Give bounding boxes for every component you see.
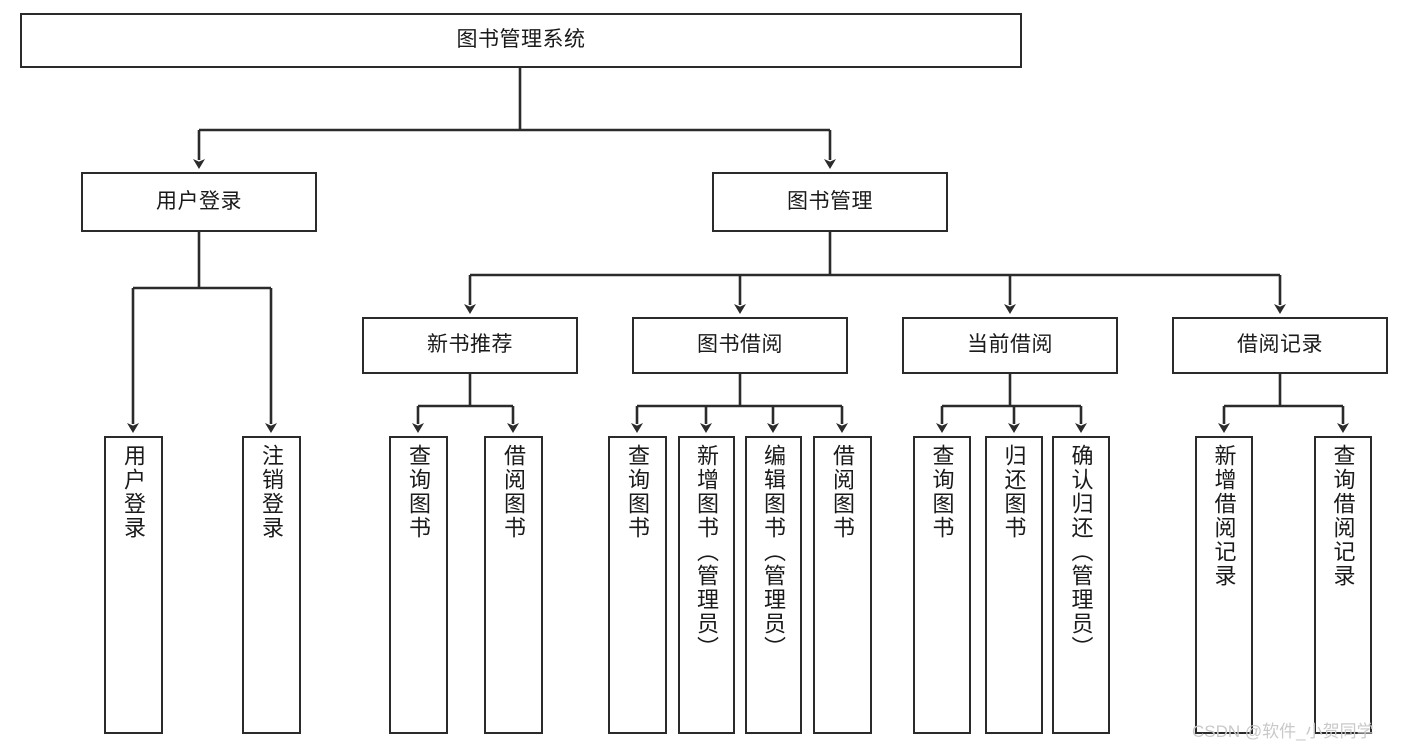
- leaf-query-book-current[interactable]: 查询图书: [913, 436, 971, 734]
- node-label: 查询图书: [929, 444, 955, 540]
- leaf-query-book-recommend[interactable]: 查询图书: [389, 436, 448, 734]
- leaf-logout[interactable]: 注销登录: [242, 436, 301, 734]
- leaf-edit-book-admin[interactable]: 编辑图书（管理员）: [745, 436, 802, 734]
- leaf-borrow-book-recommend[interactable]: 借阅图书: [484, 436, 543, 734]
- node-label: 新书推荐: [427, 333, 513, 357]
- leaf-query-borrow-record[interactable]: 查询借阅记录: [1314, 436, 1372, 734]
- node-current-borrow[interactable]: 当前借阅: [902, 317, 1118, 374]
- leaf-user-login[interactable]: 用户登录: [104, 436, 163, 734]
- node-label: 编辑图书（管理员）: [761, 444, 787, 660]
- node-label: 借阅记录: [1237, 333, 1323, 357]
- node-label: 当前借阅: [967, 333, 1053, 357]
- node-label: 用户登录: [121, 444, 147, 540]
- node-borrow-records[interactable]: 借阅记录: [1172, 317, 1388, 374]
- node-label: 查询借阅记录: [1330, 444, 1356, 588]
- leaf-confirm-return-admin[interactable]: 确认归还（管理员）: [1052, 436, 1110, 734]
- node-user-login[interactable]: 用户登录: [81, 172, 317, 232]
- node-label: 确认归还（管理员）: [1068, 444, 1094, 660]
- leaf-add-book-admin[interactable]: 新增图书（管理员）: [678, 436, 735, 734]
- node-book-management[interactable]: 图书管理: [712, 172, 948, 232]
- leaf-return-book[interactable]: 归还图书: [985, 436, 1043, 734]
- node-root-system[interactable]: 图书管理系统: [20, 13, 1022, 68]
- leaf-add-borrow-record[interactable]: 新增借阅记录: [1195, 436, 1253, 734]
- node-label: 图书借阅: [697, 333, 783, 357]
- node-book-borrow[interactable]: 图书借阅: [632, 317, 848, 374]
- node-label: 查询图书: [406, 444, 432, 540]
- node-label: 查询图书: [625, 444, 651, 540]
- leaf-borrow-book[interactable]: 借阅图书: [813, 436, 872, 734]
- node-label: 新增借阅记录: [1211, 444, 1237, 588]
- leaf-query-book-borrow[interactable]: 查询图书: [608, 436, 667, 734]
- node-label: 借阅图书: [830, 444, 856, 540]
- node-label: 注销登录: [259, 444, 285, 540]
- node-label: 图书管理系统: [456, 28, 586, 52]
- node-label: 图书管理: [787, 189, 873, 213]
- csdn-watermark: CSDN @软件_小贺同学: [1192, 722, 1374, 741]
- node-new-book-recommend[interactable]: 新书推荐: [362, 317, 578, 374]
- node-label: 用户登录: [156, 189, 242, 213]
- node-label: 新增图书（管理员）: [694, 444, 720, 660]
- node-label: 归还图书: [1001, 444, 1027, 540]
- node-label: 借阅图书: [501, 444, 527, 540]
